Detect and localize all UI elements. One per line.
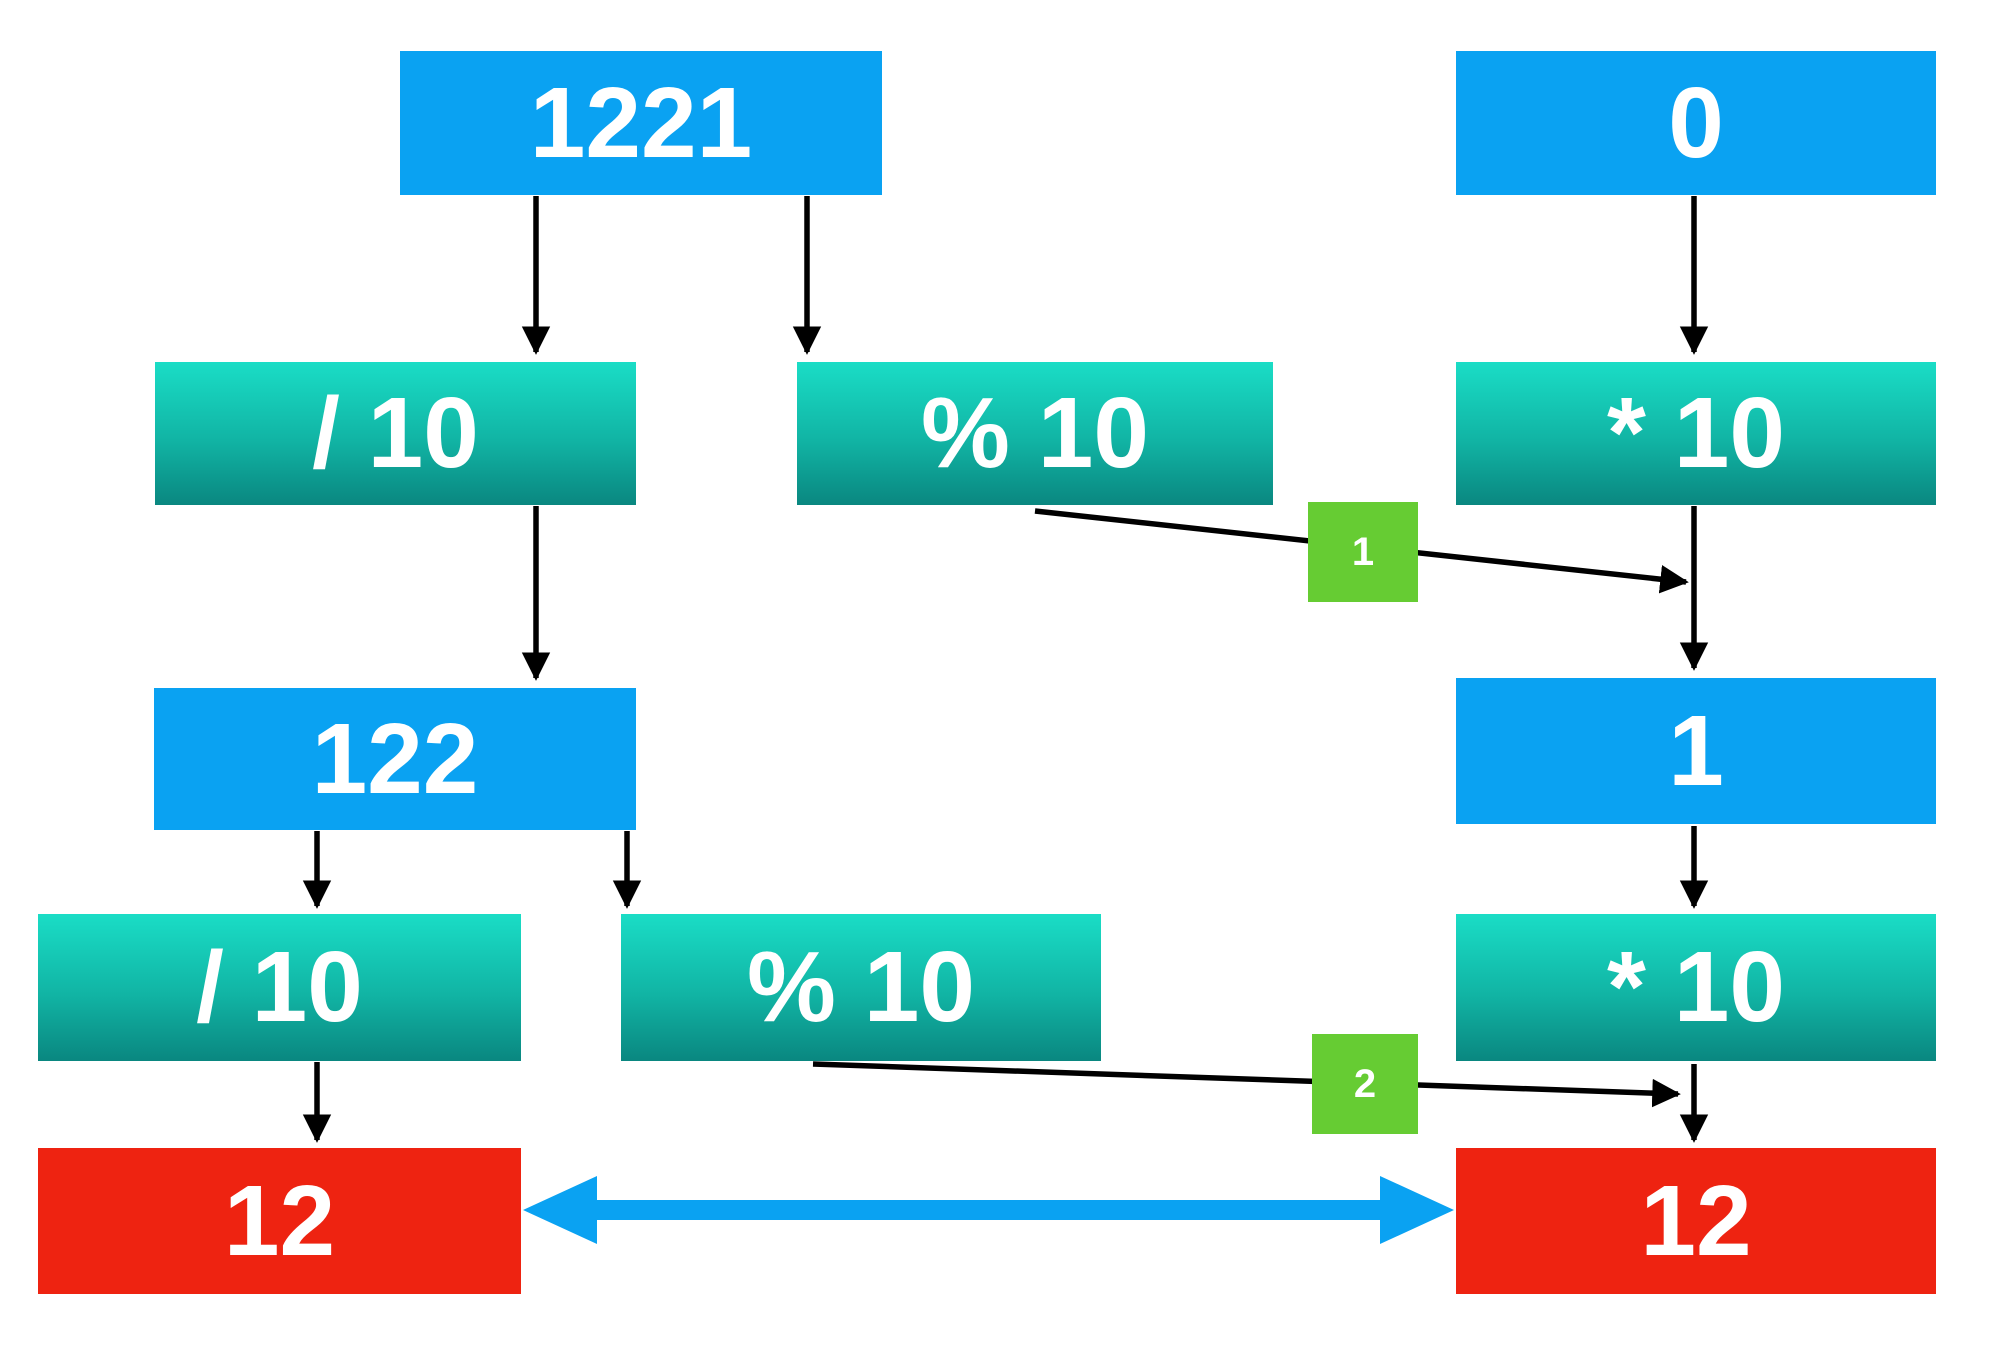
node-value-1-label: 1 bbox=[1668, 694, 1724, 807]
node-op-div10-second-label: / 10 bbox=[196, 931, 363, 1043]
node-op-mod10-first-label: % 10 bbox=[921, 377, 1149, 489]
node-value-1221-label: 1221 bbox=[529, 66, 753, 179]
node-op-mul10-second: * 10 bbox=[1456, 914, 1936, 1061]
node-value-122: 122 bbox=[154, 688, 636, 830]
node-op-mod10-second-label: % 10 bbox=[747, 931, 975, 1043]
node-op-mod10-first: % 10 bbox=[797, 362, 1273, 505]
step-1-badge-label: 1 bbox=[1351, 529, 1375, 574]
node-value-0: 0 bbox=[1456, 51, 1936, 195]
node-result-12-left-label: 12 bbox=[223, 1164, 336, 1277]
node-op-div10-second: / 10 bbox=[38, 914, 521, 1061]
equality-double-arrow bbox=[523, 1176, 1454, 1244]
node-op-mul10-first-label: * 10 bbox=[1607, 377, 1785, 489]
arrow-mod10-remainder-to-mul10-step2 bbox=[812, 1061, 1681, 1108]
node-result-12-right: 12 bbox=[1456, 1148, 1936, 1294]
node-value-1221: 1221 bbox=[400, 51, 882, 195]
node-result-12-right-label: 12 bbox=[1640, 1164, 1752, 1277]
step-1-badge: 1 bbox=[1308, 502, 1418, 602]
node-op-mul10-first: * 10 bbox=[1456, 362, 1936, 505]
node-result-12-left: 12 bbox=[38, 1148, 521, 1294]
step-2-badge: 2 bbox=[1312, 1034, 1418, 1134]
node-value-0-label: 0 bbox=[1668, 66, 1724, 179]
node-op-div10-first-label: / 10 bbox=[312, 377, 479, 489]
node-op-mul10-second-label: * 10 bbox=[1607, 931, 1785, 1043]
node-op-div10-first: / 10 bbox=[155, 362, 636, 505]
node-value-122-label: 122 bbox=[311, 702, 479, 815]
node-op-mod10-second: % 10 bbox=[621, 914, 1101, 1061]
node-value-1: 1 bbox=[1456, 678, 1936, 824]
step-2-badge-label: 2 bbox=[1353, 1061, 1377, 1106]
